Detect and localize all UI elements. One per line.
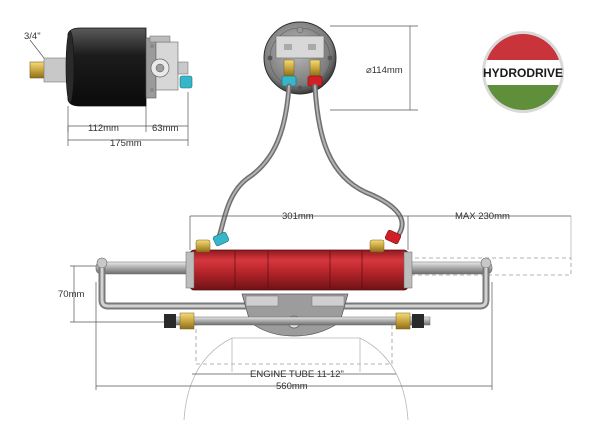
- cylinder-fitting-left: [195, 239, 211, 253]
- cylinder-teal-fitting: [212, 231, 230, 247]
- logo-text: HYDRODRIVE: [483, 66, 563, 80]
- cylinder-length-label: 301mm: [282, 211, 314, 222]
- hydraulic-hoses: [215, 83, 405, 243]
- pump-body-length-label: 112mm: [88, 123, 119, 134]
- pump-teal-fitting: [179, 75, 193, 89]
- engine-tube-label: ENGINE TUBE 11-12": [250, 369, 344, 380]
- rod-end-right: [480, 257, 492, 269]
- total-width-label: 560mm: [276, 381, 308, 392]
- dimension-labels: 3/4" 112mm 63mm 175mm ⌀114mm 301mm MAX 2…: [24, 31, 510, 392]
- tilt-tube-bolt: [165, 316, 431, 326]
- pump-front-view: [263, 21, 337, 95]
- diameter-dimension-lines: [330, 25, 418, 111]
- pump-valve-length-label: 63mm: [152, 123, 178, 134]
- pump-body: [67, 27, 147, 107]
- pump-diameter-label: ⌀114mm: [366, 65, 403, 76]
- cylinder-barrel: [189, 249, 409, 291]
- rod-end-left: [96, 257, 108, 269]
- shaft-hub: [43, 57, 69, 83]
- front-valve-block: [275, 35, 325, 59]
- fitting-size-label: 3/4": [24, 31, 41, 42]
- max-stroke-label: MAX 230mm: [455, 211, 510, 222]
- cylinder-fitting-right: [369, 239, 385, 253]
- cylinder-assembly: [95, 229, 493, 337]
- pump-total-length-label: 175mm: [110, 138, 142, 149]
- pump-dimension-lines: [29, 39, 189, 146]
- cylinder-dimension-lines: [70, 215, 571, 390]
- hydrodrive-logo: HYDRODRIVE: [482, 31, 564, 113]
- pump-side-view: [29, 27, 193, 107]
- cylinder-red-fitting: [384, 229, 402, 245]
- height-label: 70mm: [58, 289, 84, 300]
